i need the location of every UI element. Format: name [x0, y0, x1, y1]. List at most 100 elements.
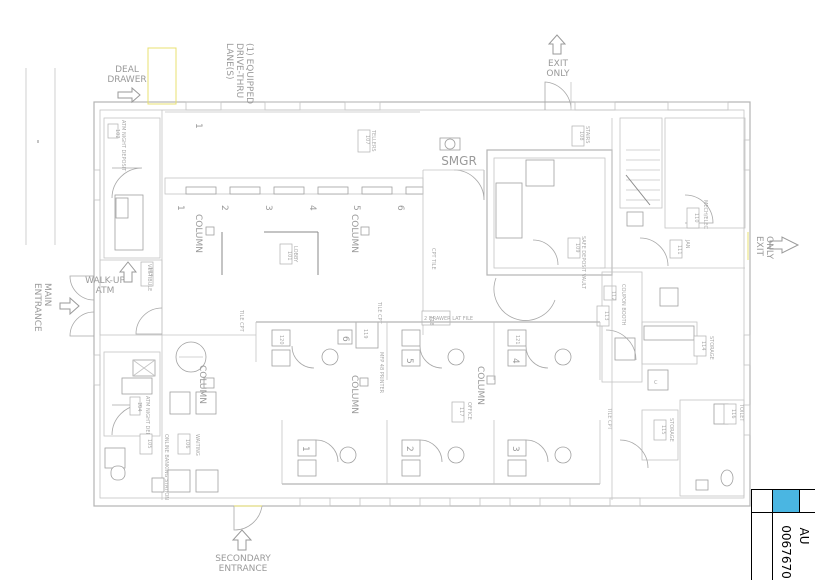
exit-top-door [544, 81, 572, 110]
deal-drawer-highlight [147, 47, 177, 105]
svg-text:4: 4 [510, 358, 520, 364]
room-tag-number: 115 [660, 425, 666, 435]
column-4 [486, 375, 496, 385]
windows-right [743, 139, 751, 436]
exit-right-arrow [769, 236, 800, 254]
exit-top-label-2: ONLY [546, 69, 570, 79]
smgr-office: SMGR STAIRS [423, 125, 590, 201]
column-label-round: COLUMN [197, 365, 207, 404]
main-entrance-arrow [59, 296, 80, 316]
svg-text:2: 2 [404, 446, 414, 452]
svg-text:LOBBY: LOBBY [292, 246, 298, 263]
teller-numbers: 1 2 3 4 5 6 1 [175, 123, 405, 211]
svg-text:CPT TILE: CPT TILE [430, 248, 436, 270]
svg-text:TELLERS: TELLERS [370, 129, 376, 152]
safe-deposit-vault: SAFE DEPOSIT VAULT [486, 149, 613, 321]
windows-left [93, 169, 101, 386]
room-tag-number: 109 [574, 243, 580, 253]
title-block [751, 489, 815, 580]
exit-right-label: EXIT ONLY [754, 236, 774, 260]
room-tag-number: 104 [136, 402, 142, 412]
svg-text:1: 1 [193, 123, 203, 129]
room-tag-number: 114 [700, 341, 706, 351]
svg-text:TILE CPT: TILE CPT [376, 301, 382, 325]
exit-top-label: EXIT [548, 59, 569, 69]
room-tag-number: 121 [514, 335, 520, 345]
svg-text:1: 1 [300, 446, 310, 452]
column-1 [205, 226, 215, 236]
svg-text:6: 6 [395, 205, 405, 211]
room-tag-number: 118 [428, 316, 434, 326]
svg-text:SAFE DEPOSIT VAULT: SAFE DEPOSIT VAULT [580, 236, 586, 290]
windows-top [185, 101, 729, 111]
room-tag-number: 108 [578, 131, 584, 141]
room-tag-number: 105 [146, 439, 152, 449]
main-entrance-doors [69, 275, 95, 337]
atm-room-bottom: ATM NIGHT DEPOSIT [103, 351, 161, 448]
svg-text:5: 5 [404, 358, 414, 364]
svg-text:3: 3 [263, 205, 273, 211]
svg-text:6: 6 [340, 336, 350, 342]
room-tag-number: 116 [730, 409, 736, 419]
toilet-room: TOILET [659, 287, 745, 497]
main-entrance-label: MAIN ENTRANCE [32, 283, 52, 332]
svg-text:LANE(S): LANE(S) [224, 43, 234, 80]
coupon-booth: COUPON BOOTH [596, 271, 643, 383]
room-tag-number: 107 [364, 135, 370, 145]
svg-text:TILE CPT: TILE CPT [238, 309, 244, 333]
svg-text:MECH/ELEC: MECH/ELEC [702, 200, 708, 230]
column-label-2: COLUMN [349, 214, 359, 253]
svg-text:WAITING: WAITING [194, 434, 200, 456]
svg-text:TOILET: TOILET [738, 403, 744, 422]
svg-text:EXIT: EXIT [754, 236, 764, 257]
column-2 [360, 226, 370, 236]
title-block-code: AU [797, 527, 811, 545]
room-tag-number: 102 [114, 129, 120, 139]
secondary-entrance-door [233, 505, 263, 531]
column-label-1: COLUMN [193, 214, 203, 253]
walk-up-atm-label: WALK-UP [85, 276, 125, 286]
room-tag-number: 117 [458, 407, 464, 417]
title-block-accent [772, 490, 800, 512]
secondary-entrance-label: SECONDARY [215, 554, 271, 564]
room-tag-number: 103 [147, 267, 153, 277]
room-tag-number: 111 [676, 245, 682, 255]
secondary-entrance-label-2: ENTRANCE [219, 564, 268, 574]
svg-text:C: C [654, 380, 658, 386]
vestibule: VESTIBULE [99, 110, 163, 500]
windows-bottom [299, 497, 641, 507]
title-block-number: 0067670 [779, 525, 793, 579]
office-row-upper: 6 5 4 [255, 321, 601, 380]
svg-text:ATM NIGHT DEPOSIT: ATM NIGHT DEPOSIT [144, 396, 150, 448]
room-tag-number: 120 [278, 335, 284, 345]
atm-room-top: ATM NIGHT DEPOSIT [103, 117, 161, 259]
column-3 [359, 377, 369, 387]
stairs [619, 117, 663, 227]
svg-text:5: 5 [351, 205, 361, 211]
svg-text:COUPON BOOTH: COUPON BOOTH [620, 284, 626, 326]
svg-text:STAIRS: STAIRS [584, 126, 590, 143]
corridor-walls [162, 118, 745, 500]
svg-text:ATM NIGHT DEPOSIT: ATM NIGHT DEPOSIT [120, 120, 126, 172]
exterior-walls [93, 101, 751, 507]
tile-cpt-right: TILE CPT [606, 407, 612, 431]
svg-text:3: 3 [510, 446, 520, 452]
svg-text:STORAGE: STORAGE [668, 418, 674, 442]
secondary-entrance-arrow [231, 529, 253, 551]
svg-text:STORAGE: STORAGE [708, 336, 714, 360]
svg-text:OFFICE: OFFICE [466, 402, 472, 420]
waiting-area: ONLINE BANKING STATION WAITING [104, 377, 219, 500]
office-row-lower: 1 2 3 OFFICE [281, 401, 601, 485]
svg-text:JAN: JAN [684, 239, 690, 249]
svg-text:DRIVE-THRU: DRIVE-THRU [234, 43, 244, 98]
column-label-4: COLUMN [475, 366, 485, 405]
walk-up-atm-arrow [118, 261, 138, 283]
mech-elec-room: MECH/ELEC JAN [639, 117, 746, 267]
svg-text:MAIN: MAIN [42, 283, 52, 306]
exit-top-arrow [547, 34, 567, 55]
room-tag-number: 113 [603, 311, 609, 321]
teller-line: TELLERS [164, 111, 424, 335]
svg-text:ONLY: ONLY [764, 236, 774, 260]
lobby: LOBBY CPT TILE TILE CPT TILE CPT [221, 231, 436, 333]
svg-text:ONLINE BANKING STATION: ONLINE BANKING STATION [163, 434, 169, 500]
